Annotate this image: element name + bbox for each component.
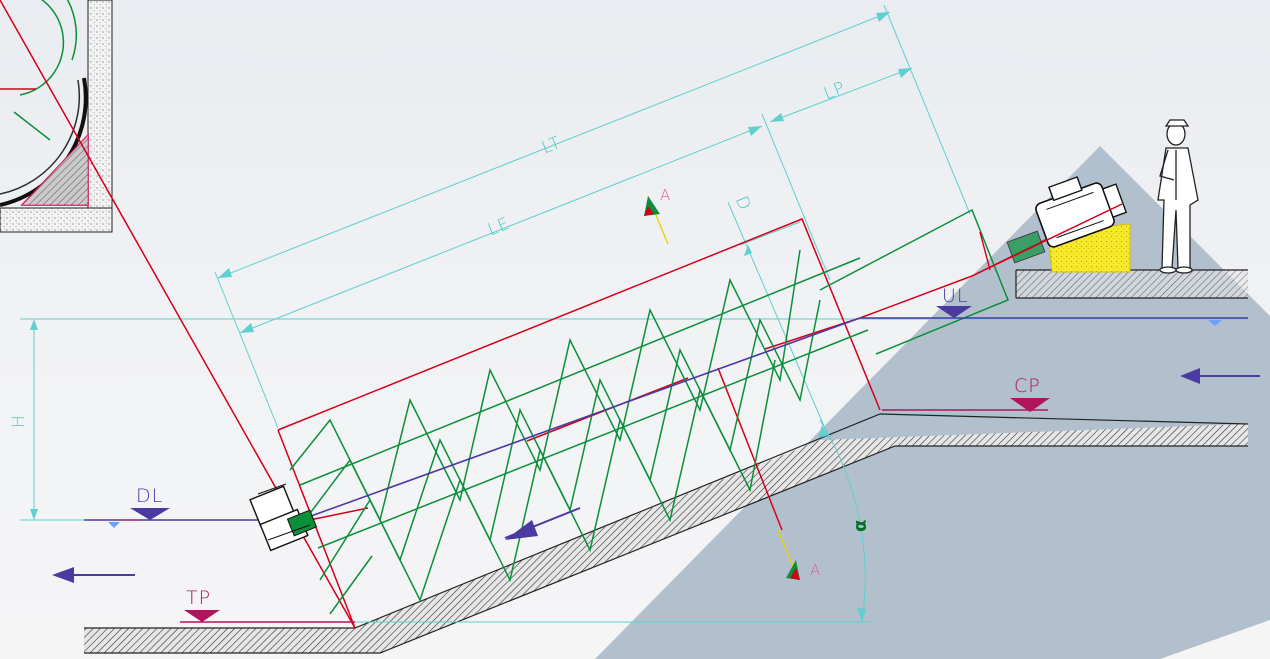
label-angle: α — [850, 520, 871, 532]
motor-icon — [971, 176, 1131, 277]
cross-section-inset — [0, 0, 113, 233]
section-markers — [644, 195, 800, 580]
person-icon — [1157, 119, 1199, 274]
channel-levels — [120, 398, 1050, 623]
label-section-top: A — [660, 186, 670, 204]
water-levels — [84, 306, 1248, 528]
label-section-bottom: A — [810, 561, 820, 579]
label-CP: CP — [1014, 375, 1041, 397]
label-D: D — [731, 193, 755, 214]
screw-flights — [289, 208, 1009, 615]
flow-arrows — [52, 368, 1260, 583]
label-LP: LP — [821, 78, 849, 105]
label-DL: DL — [136, 485, 163, 507]
label-UL: UL — [942, 285, 969, 307]
label-TP: TP — [186, 587, 211, 609]
label-H: H — [9, 414, 29, 428]
bearing-icon — [249, 483, 318, 552]
label-LT: LT — [539, 133, 565, 159]
label-LE: LE — [485, 214, 513, 241]
channel-ground — [84, 269, 1249, 654]
dimension-lines — [20, 4, 1248, 623]
